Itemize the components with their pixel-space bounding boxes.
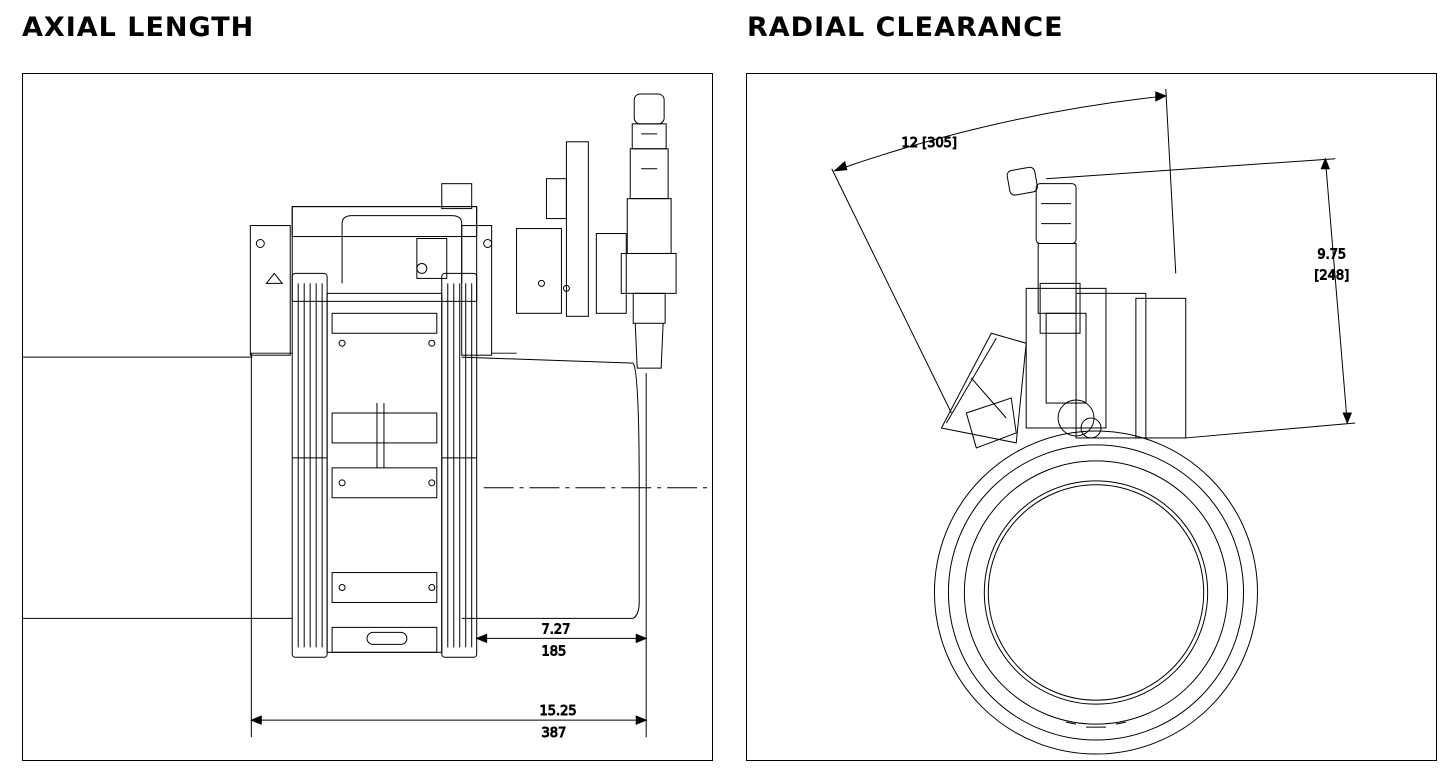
carriage-assembly (940, 287, 1187, 449)
radial-end-view: 12 [305] 9.75 [248] (831, 88, 1356, 755)
drive-motor (291, 183, 478, 302)
axial-length-title: AXIAL LENGTH (22, 12, 255, 43)
axial-long-inches: 15.25 (539, 704, 576, 719)
radial-torch (1006, 166, 1081, 334)
radial-swing-dimension: 12 [305] (902, 136, 957, 151)
pipe-outline (23, 356, 711, 619)
clamp-base (249, 225, 517, 356)
radial-clearance-title: RADIAL CLEARANCE (747, 12, 1064, 43)
radial-clearance-drawing: 12 [305] 9.75 [248] (746, 73, 1437, 761)
radial-height-mm: [248] (1314, 268, 1349, 283)
axial-side-view: 7.27 185 15.25 387 (23, 93, 711, 742)
right-track (441, 272, 478, 658)
axial-long-mm: 387 (541, 726, 566, 741)
welding-torch (620, 93, 677, 369)
pipe-ring (933, 430, 1259, 755)
radial-dimension-lines (831, 88, 1356, 439)
torch-holder (516, 141, 627, 317)
axial-short-inches: 7.27 (541, 622, 570, 637)
left-track (291, 272, 328, 658)
axial-short-mm: 185 (541, 644, 566, 659)
dimension-lines (249, 353, 648, 738)
axial-length-drawing: 7.27 185 15.25 387 (22, 73, 713, 761)
radial-height-inches: 9.75 (1317, 247, 1346, 262)
